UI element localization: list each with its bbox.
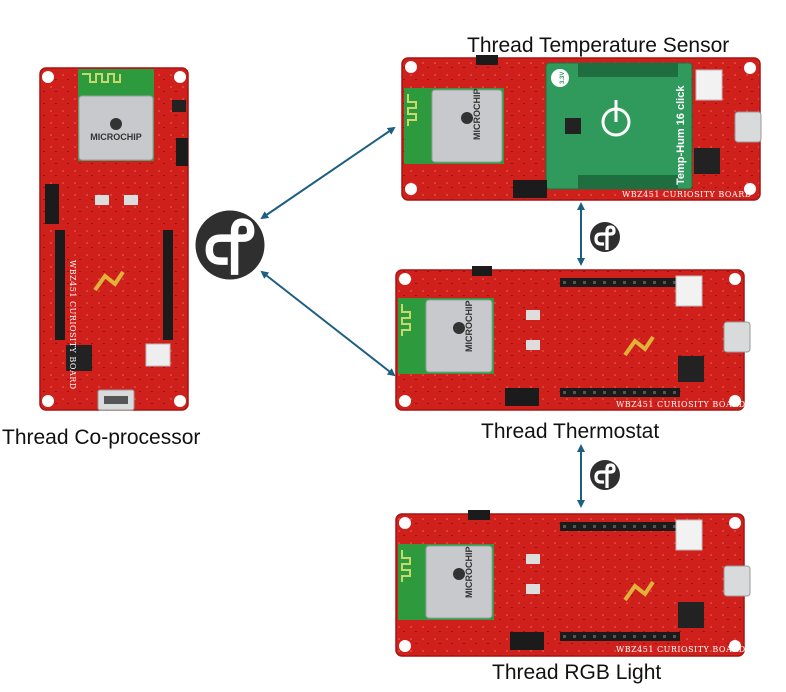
double-arrow-icon	[260, 270, 396, 377]
coprocessor-board: MICROCHIP WBZ451 CURIOSITY BOARD	[39, 67, 189, 411]
temp-hum-click-board: 3.3V Temp-Hum 16 click	[545, 62, 693, 190]
thermostat-header-bottom	[560, 388, 680, 397]
thermostat-board: MICROCHIP WBZ451 CURIOSITY BOARD	[395, 266, 751, 411]
rgb-light-board: MICROCHIP WBZ451 CURIOSITY BOARD	[395, 510, 751, 657]
temperature-sensor-board: MICROCHIP 3.3V Temp-Hum 16 click WBZ451 …	[401, 55, 762, 201]
thermostat-header-top	[560, 278, 680, 287]
click-voltage-marking: 3.3V	[560, 72, 566, 84]
rgb-light-header-top	[560, 522, 680, 531]
double-arrow-icon	[260, 126, 396, 220]
thermostat-silkscreen: WBZ451 CURIOSITY BOARD	[616, 400, 746, 409]
thread-logo-icon	[588, 220, 622, 254]
coprocessor-module: MICROCHIP	[78, 69, 154, 161]
thermostat-module-brand: MICROCHIP	[464, 301, 474, 353]
thread-logo-icon	[196, 211, 265, 280]
thermostat-label: Thread Thermostat	[481, 420, 660, 443]
rgb-light-module: MICROCHIP	[398, 544, 494, 620]
coprocessor-module-brand: MICROCHIP	[90, 132, 142, 142]
click-board-name: Temp-Hum 16 click	[675, 85, 687, 185]
temperature-sensor-module-brand: MICROCHIP	[472, 89, 482, 141]
temperature-sensor-silkscreen: WBZ451 CURIOSITY BOARD	[622, 190, 752, 199]
temperature-sensor-label: Thread Temperature Sensor	[467, 34, 730, 57]
rgb-light-header-bottom	[560, 632, 680, 641]
temperature-sensor-module: MICROCHIP	[404, 88, 504, 164]
rgb-light-label: Thread RGB Light	[492, 661, 662, 684]
thread-logo-icon	[588, 458, 622, 492]
coprocessor-board-name: WBZ451 CURIOSITY BOARD	[68, 260, 77, 390]
rgb-light-module-brand: MICROCHIP	[464, 547, 474, 599]
rgb-light-silkscreen: WBZ451 CURIOSITY BOARD	[616, 645, 746, 654]
thermostat-module: MICROCHIP	[398, 298, 494, 374]
coprocessor-label: Thread Co-processor	[2, 426, 201, 449]
